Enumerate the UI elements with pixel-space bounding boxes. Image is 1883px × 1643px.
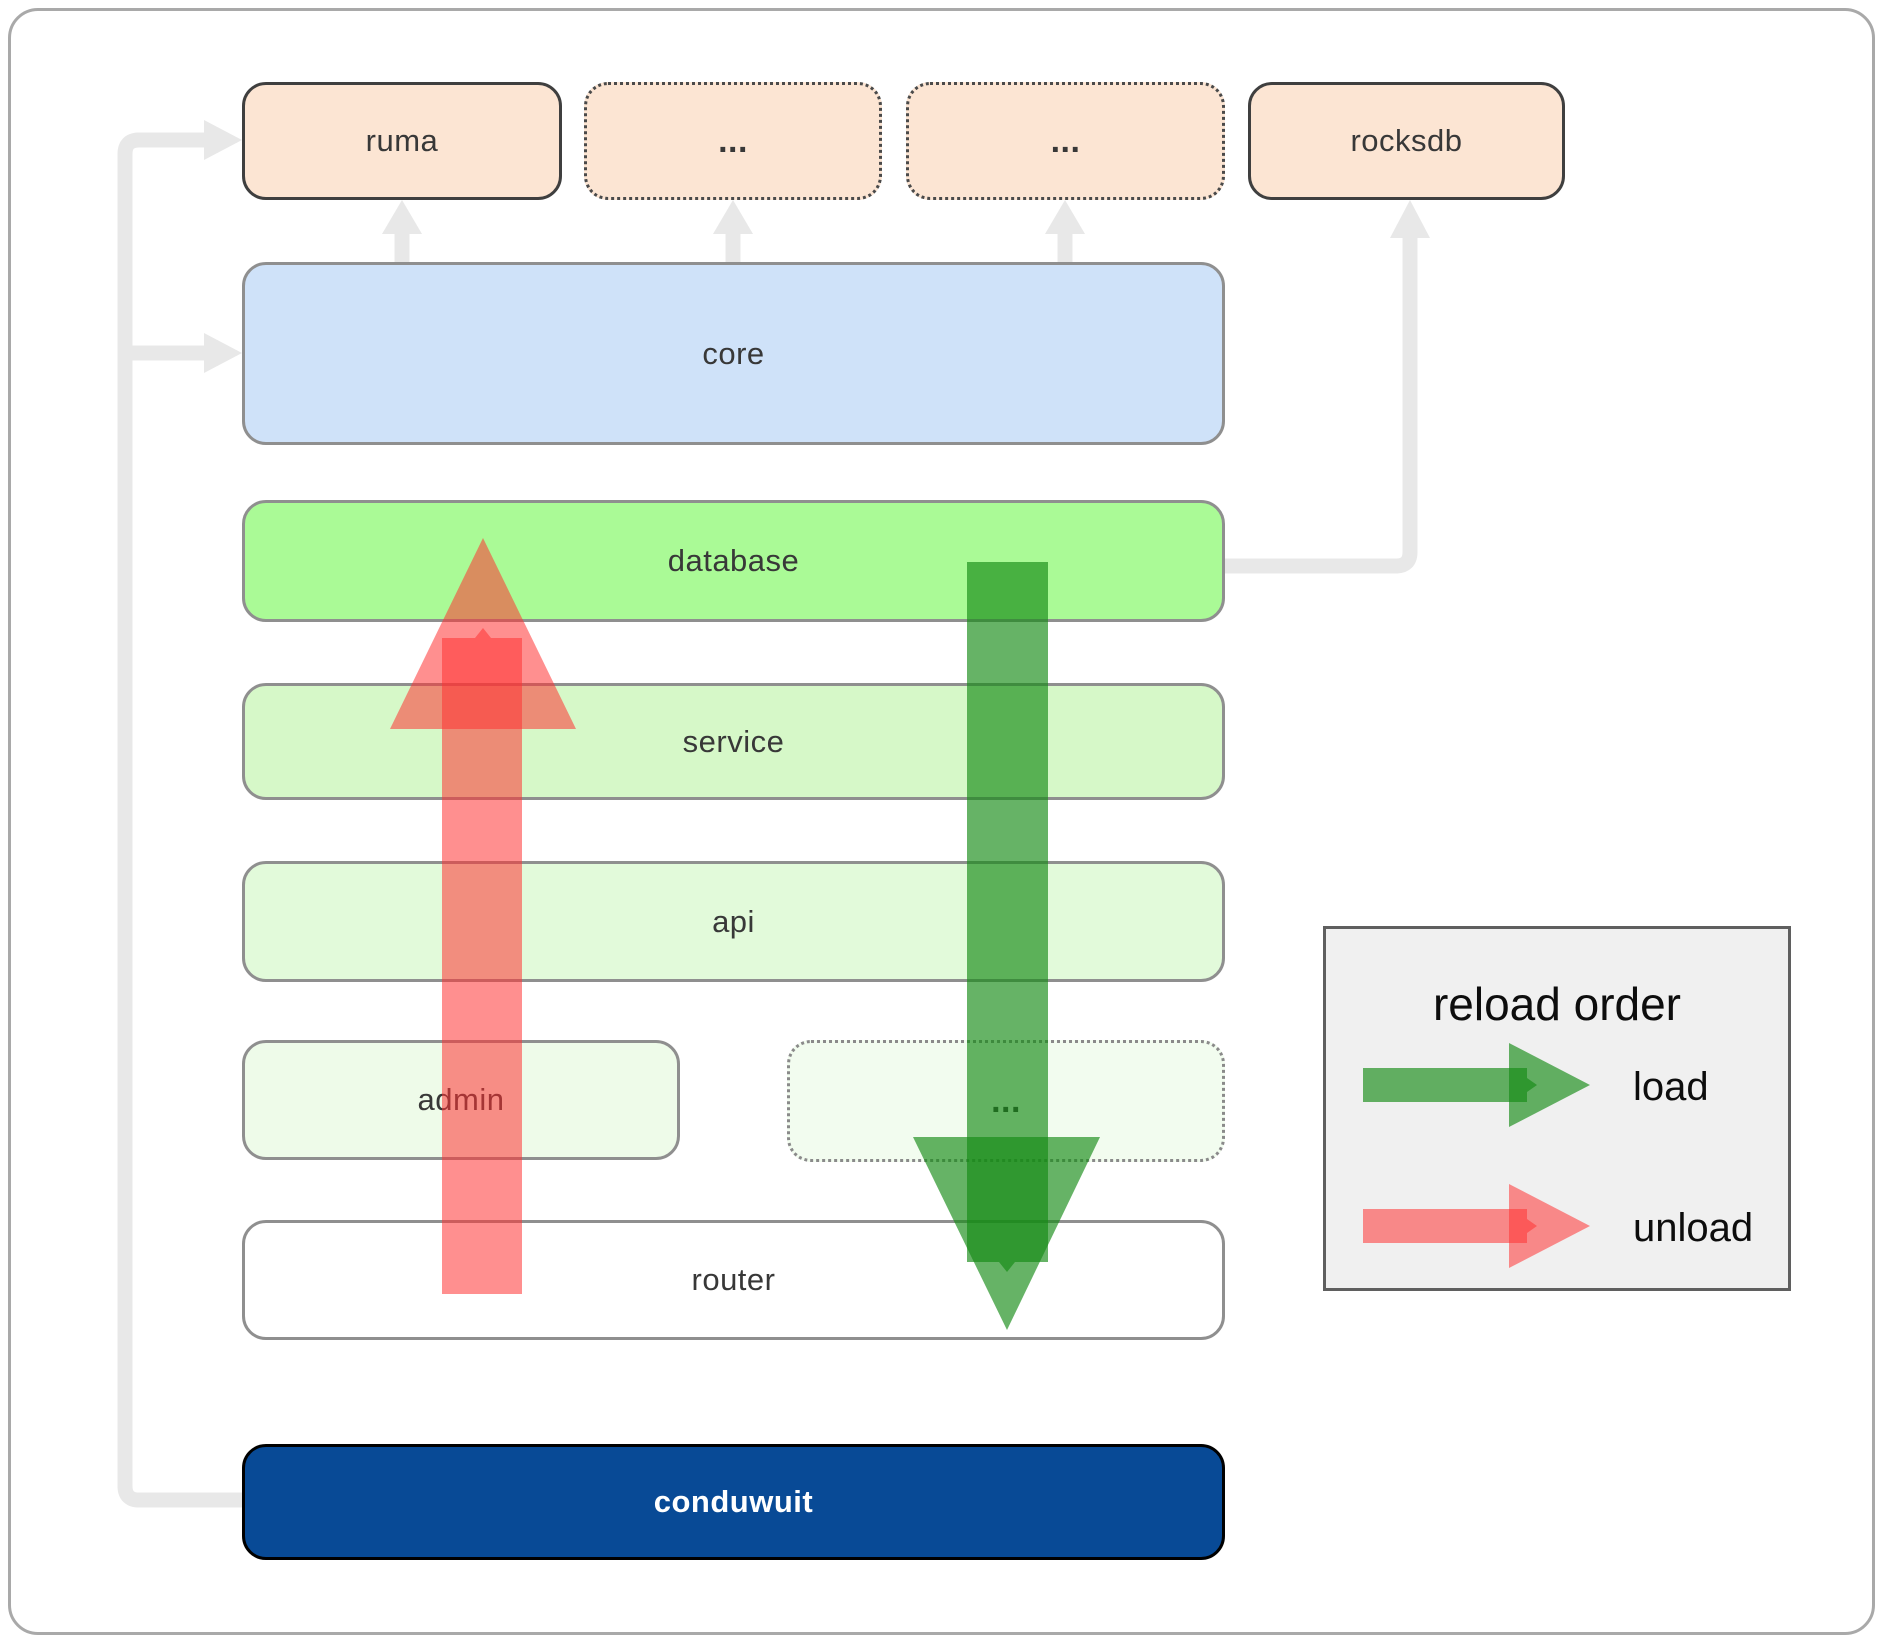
node-ellipsis-top-2: ... [906,82,1225,200]
node-conduwuit: conduwuit [242,1444,1225,1560]
node-router-label: router [691,1262,776,1297]
node-rocksdb-label: rocksdb [1350,123,1463,158]
node-api-label: api [712,903,755,939]
node-ellipsis-admin-row-label: ... [991,1081,1021,1120]
node-router: router [242,1220,1225,1340]
node-core-label: core [702,335,765,371]
node-conduwuit-label: conduwuit [653,1484,814,1519]
node-admin-label: admin [417,1082,505,1117]
node-core: core [242,262,1225,445]
node-ellipsis-top-2-label: ... [1050,121,1081,160]
legend-title: reload order [1432,978,1682,1030]
node-ruma: ruma [242,82,562,200]
legend-unload-label: unload [1633,1206,1754,1250]
outer-border [8,8,1875,1635]
node-service-label: service [682,723,785,759]
node-ellipsis-top-1: ... [584,82,882,200]
node-ellipsis-admin-row: ... [787,1040,1225,1162]
legend-panel: reload order load unload [1323,926,1791,1291]
legend-load-label: load [1633,1065,1709,1109]
node-ruma-label: ruma [365,123,439,158]
node-api: api [242,861,1225,982]
node-ellipsis-top-1-label: ... [718,121,748,160]
node-database: database [242,500,1225,622]
node-admin: admin [242,1040,680,1160]
node-database-label: database [667,543,800,578]
node-service: service [242,683,1225,800]
node-rocksdb: rocksdb [1248,82,1565,200]
